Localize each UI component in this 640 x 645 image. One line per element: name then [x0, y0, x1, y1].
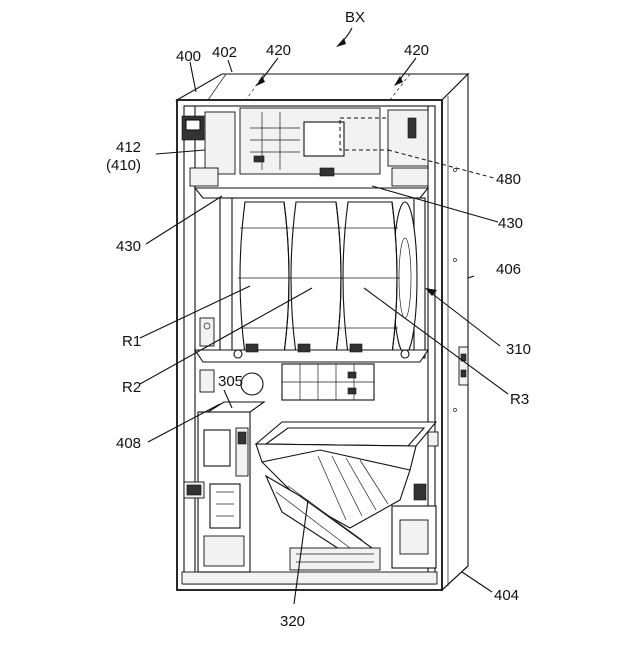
control-board-area — [182, 108, 428, 198]
label-408: 408 — [116, 435, 141, 452]
label-r3: R3 — [510, 391, 529, 408]
hopper-320 — [256, 422, 438, 570]
reel-r1 — [238, 202, 292, 354]
label-430-right: 430 — [498, 215, 523, 232]
power-unit-305 — [184, 402, 264, 572]
label-r2: R2 — [122, 379, 141, 396]
label-305: 305 — [218, 373, 243, 390]
label-402: 402 — [212, 44, 237, 61]
label-bx: BX — [345, 9, 365, 26]
label-420-left: 420 — [266, 42, 291, 59]
label-r1: R1 — [122, 333, 141, 350]
label-320: 320 — [280, 613, 305, 630]
label-404: 404 — [494, 587, 519, 604]
label-420-right: 420 — [404, 42, 429, 59]
reel-r2 — [289, 202, 344, 354]
label-480: 480 — [496, 171, 521, 188]
label-410: (410) — [106, 157, 141, 174]
label-430-left: 430 — [116, 238, 141, 255]
label-406: 406 — [496, 261, 521, 278]
label-400: 400 — [176, 48, 201, 65]
reel-unit — [195, 198, 428, 362]
label-310: 310 — [506, 341, 531, 358]
label-412: 412 — [116, 139, 141, 156]
reel-r3 — [341, 202, 400, 354]
